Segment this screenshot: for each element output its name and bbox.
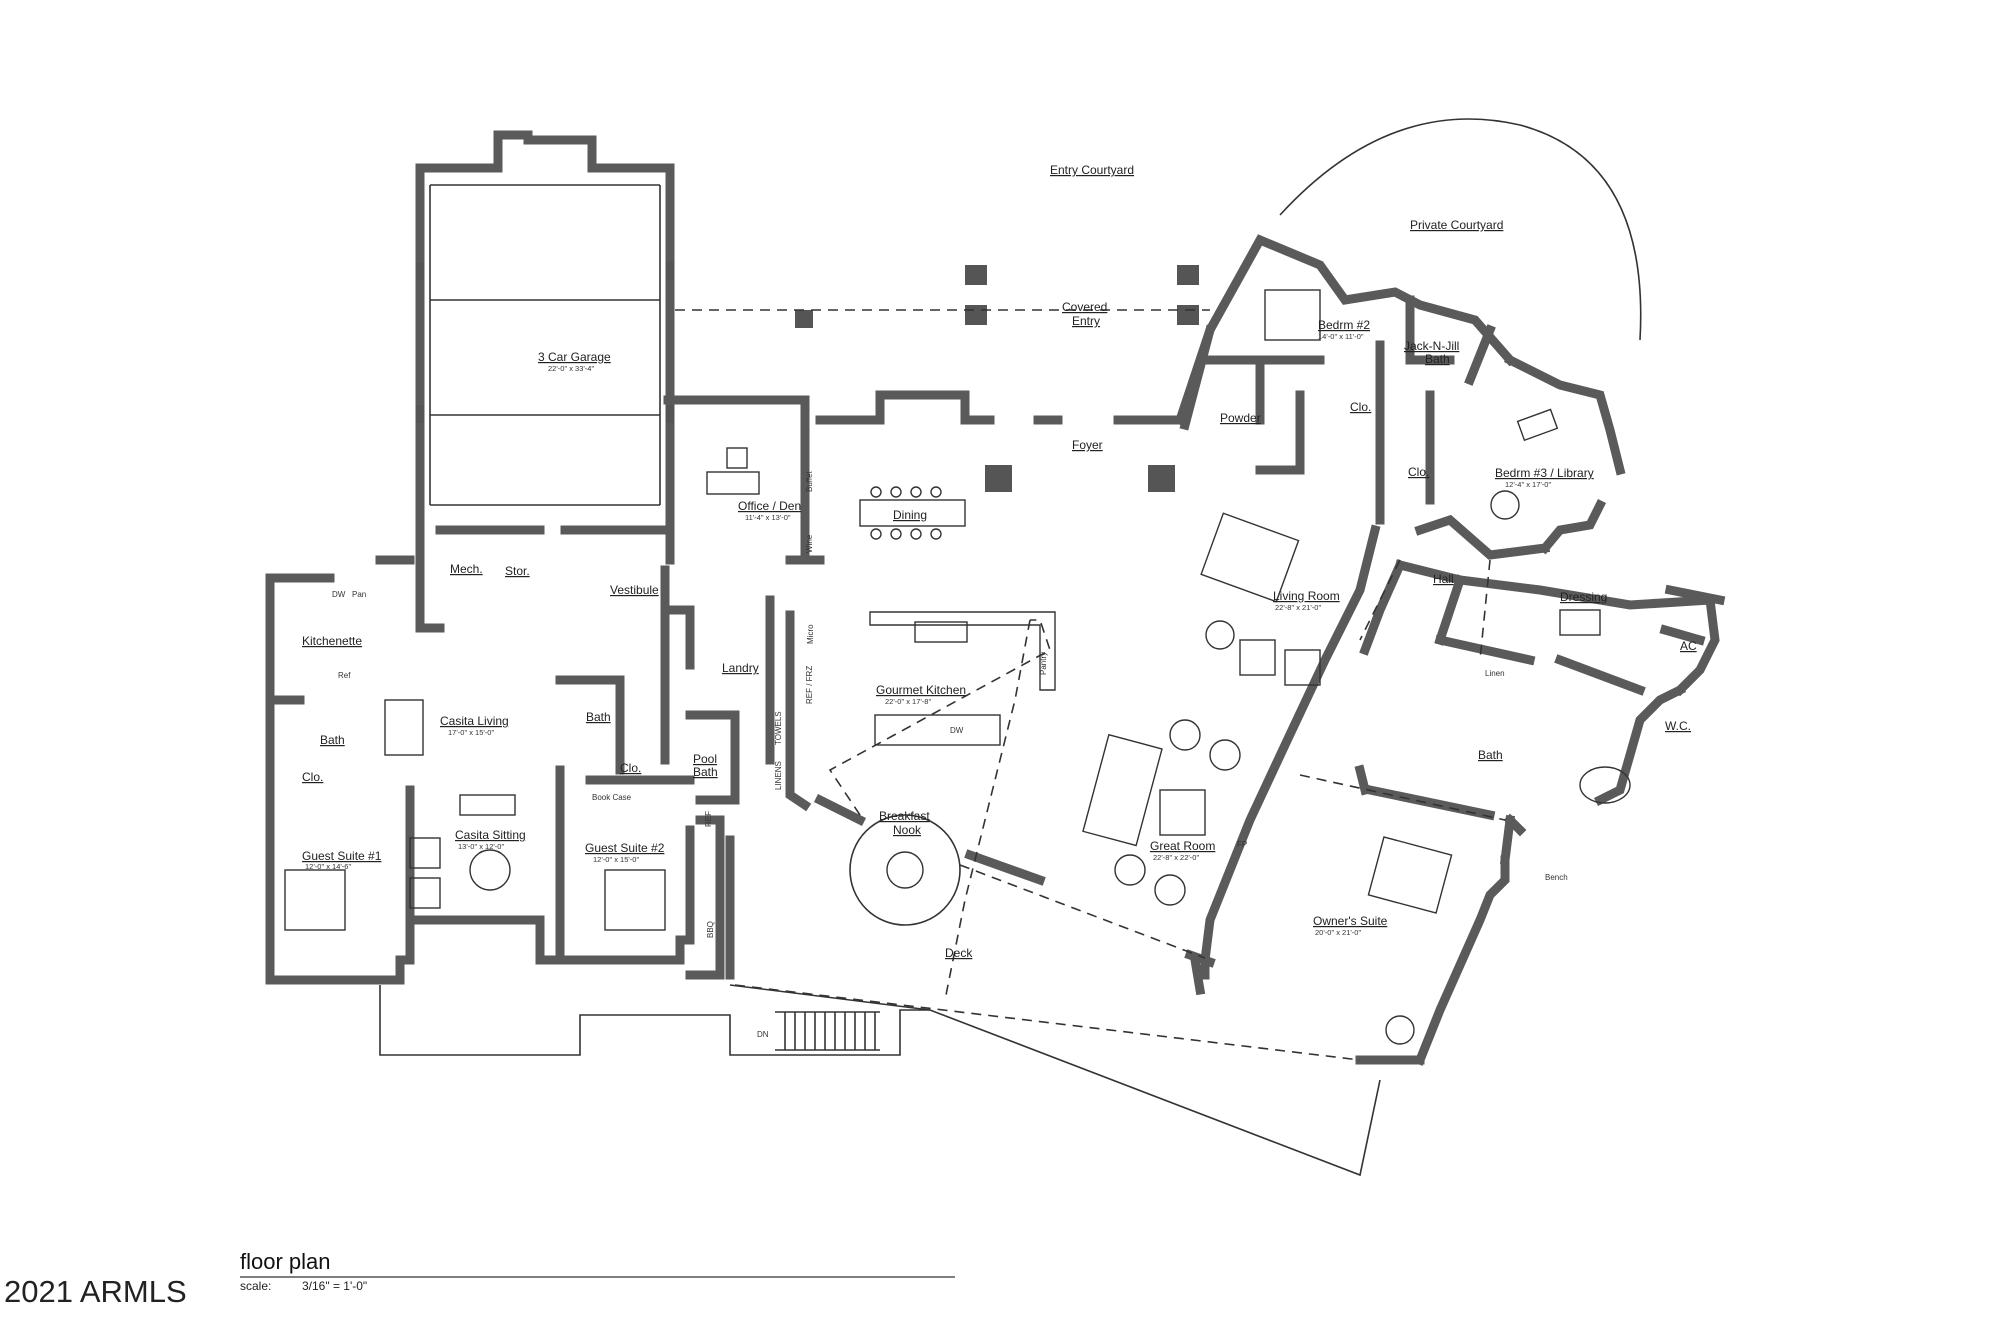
room-dims-guest-suite-2: 12'-0" x 15'-0" <box>593 855 639 864</box>
room-label-jack-n-jill-bath: Bath <box>1425 352 1450 366</box>
room-label-gourmet-kitchen: Gourmet Kitchen <box>876 683 966 697</box>
private-courtyard-arc <box>1279 118 1642 341</box>
room-label-casita-living: Casita Living <box>440 714 509 728</box>
room-label-bath-mid: Bath <box>586 710 611 724</box>
room-dims-casita-living: 17'-0" x 15'-0" <box>448 728 494 737</box>
garage-stalls <box>429 184 661 506</box>
room-label-entry-courtyard: Entry Courtyard <box>1050 163 1134 177</box>
room-labels: Entry Courtyard Private Courtyard 3 Car … <box>302 163 1697 960</box>
room-label-jack-n-jill: Jack-N-Jill <box>1404 339 1459 353</box>
room-dims-garage: 22'-0" x 33'-4" <box>548 364 594 373</box>
room-label-dining: Dining <box>893 508 927 522</box>
dashed-outlines <box>675 309 1506 1061</box>
fixture-dw-kitchenette: DW <box>332 590 346 599</box>
fixture-ref-frz: REF / FRZ <box>805 666 814 704</box>
breakfast-nook-bay <box>849 814 961 926</box>
fixture-bbq: BBQ <box>706 921 715 938</box>
deck-outline <box>379 984 1381 1177</box>
room-dims-great-room: 22'-8" x 22'-0" <box>1153 853 1199 862</box>
scale-value: 3/16" = 1'-0" <box>302 1279 367 1293</box>
room-label-guest-suite-1: Guest Suite #1 <box>302 849 382 863</box>
exterior-walls <box>265 130 1726 1066</box>
room-label-entry: Entry <box>1072 314 1100 328</box>
room-label-casita-sitting: Casita Sitting <box>455 828 526 842</box>
room-label-powder: Powder <box>1220 411 1261 425</box>
room-label-master-bath: Bath <box>1478 748 1503 762</box>
fixture-linen: Linen <box>1485 669 1505 678</box>
room-label-hall: Hall <box>1433 572 1454 586</box>
room-label-garage: 3 Car Garage <box>538 350 611 364</box>
room-label-clo-casita: Clo. <box>302 770 323 784</box>
fixture-dw-kitchen: DW <box>950 726 964 735</box>
room-label-clo-upper-2: Clo. <box>1408 465 1429 479</box>
fixture-pantry: Pantry <box>1039 652 1048 675</box>
room-dims-casita-sitting: 13'-0" x 12'-0" <box>458 842 504 851</box>
room-label-kitchenette: Kitchenette <box>302 634 362 648</box>
room-label-deck: Deck <box>945 946 973 960</box>
room-label-laundry: Landry <box>722 661 759 675</box>
fixture-labels: Buffet Wine Micro REF / FRZ LINENS TOWEL… <box>332 470 1568 1039</box>
room-label-great-room: Great Room <box>1150 839 1215 853</box>
room-label-clo-mid: Clo. <box>620 761 641 775</box>
room-dims-living: 22'-8" x 21'-0" <box>1275 603 1321 612</box>
fixture-wine: Wine <box>805 534 814 553</box>
deck-stairs <box>775 1011 880 1051</box>
room-label-bedrm-2: Bedrm #2 <box>1318 318 1370 332</box>
room-label-wc: W.C. <box>1665 719 1691 733</box>
fixture-bench: Bench <box>1545 873 1568 882</box>
room-dims-guest-suite-1: 12'-0" x 14'-6" <box>305 862 351 871</box>
room-label-pool-bath: Bath <box>693 765 718 779</box>
room-label-pool: Pool <box>693 752 717 766</box>
fixture-micro: Micro <box>806 624 815 644</box>
room-dims-office: 11'-4" x 13'-0" <box>745 513 791 522</box>
room-dims-bedrm-2: 14'-0" x 11'-0" <box>1318 332 1364 341</box>
fixture-dn: DN <box>757 1030 769 1039</box>
title-block: floor plan scale: 3/16" = 1'-0" <box>240 1249 955 1293</box>
room-dims-bedrm-3: 12'-4" x 17'-0" <box>1505 480 1551 489</box>
room-label-foyer: Foyer <box>1072 438 1103 452</box>
room-label-bath-casita: Bath <box>320 733 345 747</box>
plan-title: floor plan <box>240 1249 331 1274</box>
room-label-dressing: Dressing <box>1560 590 1607 604</box>
fixture-ref-pool: REF <box>704 811 713 827</box>
room-label-covered: Covered <box>1062 300 1107 314</box>
room-dims-gourmet-kitchen: 22'-0" x 17'-8" <box>885 697 931 706</box>
room-label-mech: Mech. <box>450 562 483 576</box>
room-label-nook: Nook <box>893 823 922 837</box>
fixture-towels: TOWELS <box>774 711 783 745</box>
fixture-ref-kitchenette: Ref <box>338 671 351 680</box>
room-label-guest-suite-2: Guest Suite #2 <box>585 841 665 855</box>
room-label-bedrm-3: Bedrm #3 / Library <box>1495 466 1594 480</box>
copyright-watermark: 2021 ARMLS <box>4 1274 187 1309</box>
fixture-pan: Pan <box>352 590 366 599</box>
room-label-office: Office / Den <box>738 499 801 513</box>
room-label-ac: AC <box>1680 639 1697 653</box>
room-label-breakfast: Breakfast <box>879 809 930 823</box>
furniture <box>284 289 1631 1045</box>
room-label-stor: Stor. <box>505 564 530 578</box>
fixture-linens: LINENS <box>774 761 783 790</box>
scale-label: scale: <box>240 1279 271 1293</box>
room-label-living: Living Room <box>1273 589 1340 603</box>
room-label-owners-suite: Owner's Suite <box>1313 914 1388 928</box>
columns <box>416 262 1199 492</box>
room-label-vestibule: Vestibule <box>610 583 659 597</box>
fixture-fp: FP <box>1237 840 1247 849</box>
fixture-book-case: Book Case <box>592 793 632 802</box>
fixture-buffet: Buffet <box>805 470 814 492</box>
room-label-private-courtyard: Private Courtyard <box>1410 218 1503 232</box>
room-label-clo-upper: Clo. <box>1350 400 1371 414</box>
room-dims-owners-suite: 20'-0" x 21'-0" <box>1315 928 1361 937</box>
